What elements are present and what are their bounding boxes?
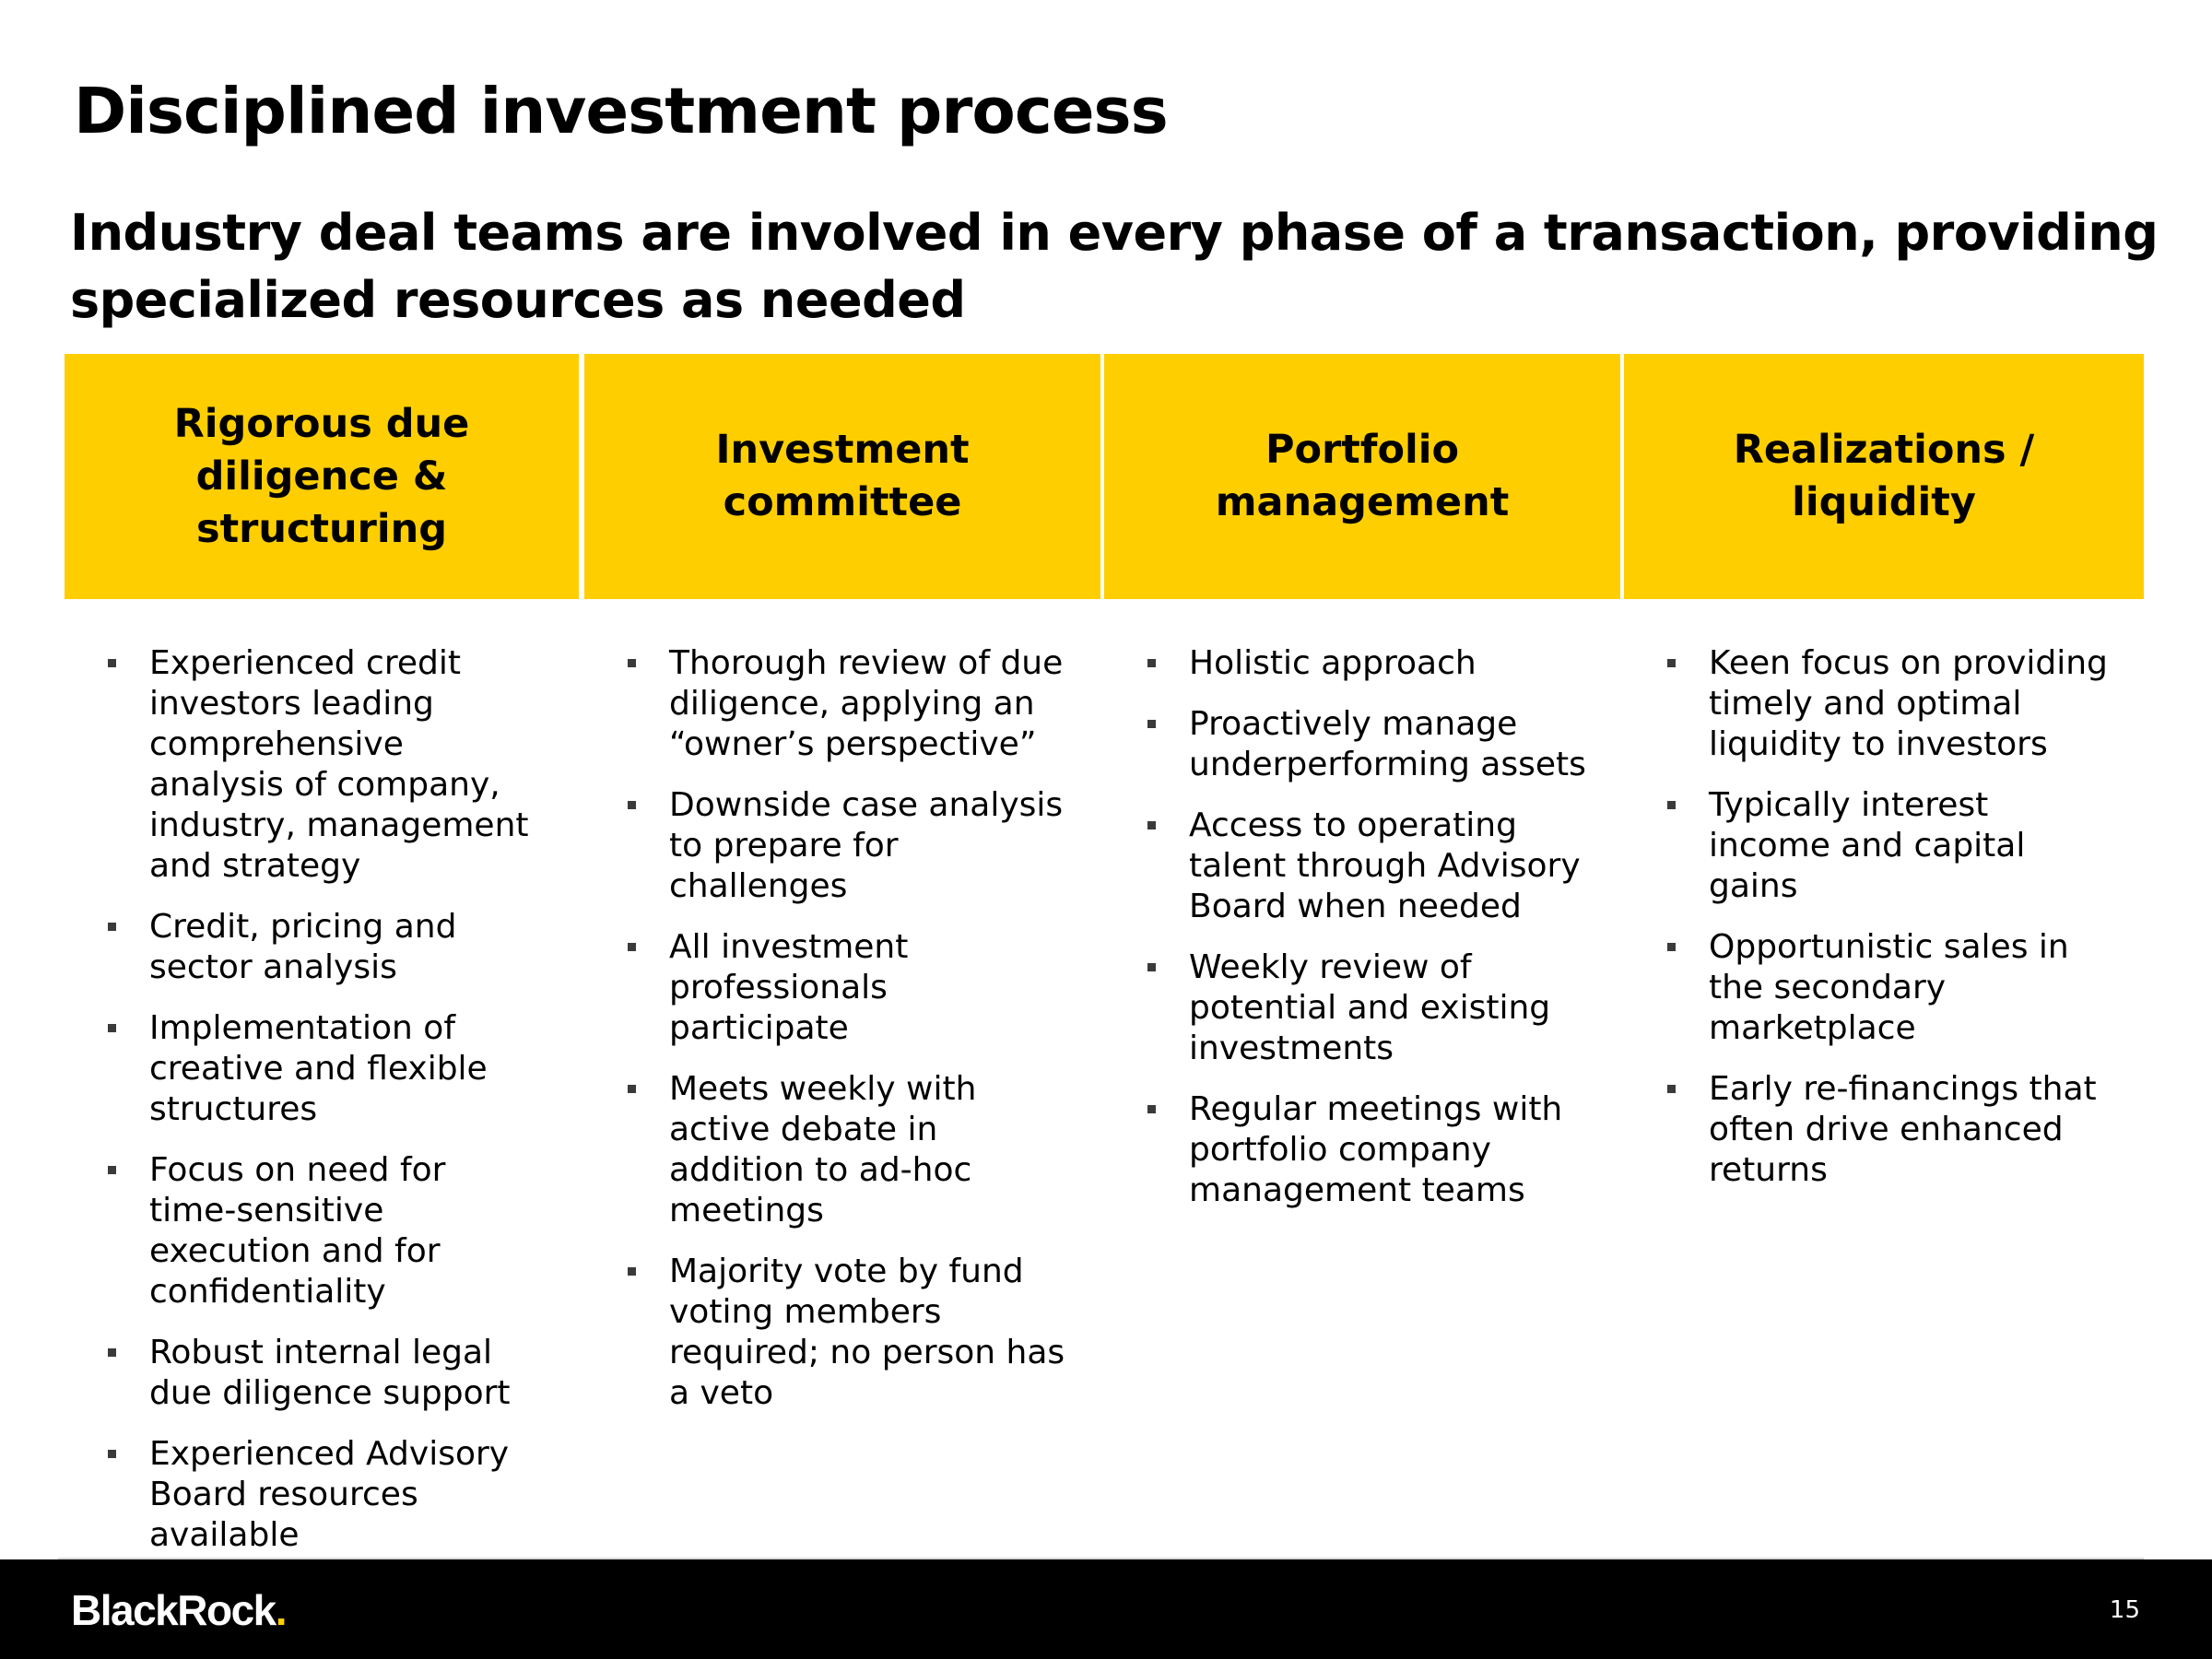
bullet-icon: [1147, 963, 1156, 971]
footer-divider: [58, 1558, 2144, 1559]
list-item: Majority vote by fund voting members req…: [628, 1252, 1070, 1414]
list-item: Focus on need for time-sensitive executi…: [108, 1150, 541, 1312]
list-item-text: Experienced credit investors leading com…: [149, 644, 529, 885]
bullet-icon: [1667, 659, 1676, 667]
list-item: Credit, pricing and sector analysis: [108, 907, 541, 988]
bullet-icon: [1147, 1105, 1156, 1113]
logo-text: BlackRock: [71, 1586, 276, 1634]
list-item-text: Keen focus on providing timely and optim…: [1709, 644, 2108, 763]
slide-title: Disciplined investment process: [74, 75, 1169, 148]
bullet-icon: [628, 801, 636, 809]
list-item: Experienced credit investors leading com…: [108, 643, 541, 887]
list-item: Meets weekly with active debate in addit…: [628, 1069, 1070, 1231]
page-number: 15: [2109, 1596, 2140, 1624]
column-list-portfolio-management: Holistic approach Proactively manage und…: [1147, 643, 1599, 1231]
bullet-icon: [628, 659, 636, 667]
list-item: Opportunistic sales in the secondary mar…: [1667, 927, 2110, 1049]
list-item-text: All investment professionals participate: [669, 928, 909, 1047]
bullet-icon: [1147, 720, 1156, 728]
bullet-icon: [1667, 943, 1676, 951]
bullet-icon: [1147, 821, 1156, 830]
list-item-text: Experienced Advisory Board resources ava…: [149, 1435, 510, 1554]
footer-bar: BlackRock. 15: [0, 1559, 2212, 1659]
bullet-icon: [108, 1166, 116, 1174]
list-item: Early re-financings that often drive enh…: [1667, 1069, 2110, 1191]
list-item: Thorough review of due diligence, applyi…: [628, 643, 1070, 765]
list-item-text: Early re-financings that often drive enh…: [1709, 1070, 2097, 1189]
column-list-realizations: Keen focus on providing timely and optim…: [1667, 643, 2110, 1211]
bullet-icon: [108, 923, 116, 931]
bullet-icon: [1667, 801, 1676, 809]
blackrock-logo: BlackRock.: [71, 1585, 288, 1635]
list-item: Proactively manage underperforming asset…: [1147, 704, 1599, 785]
list-item-text: Robust internal legal due diligence supp…: [149, 1334, 511, 1412]
list-item: Implementation of creative and flexible …: [108, 1008, 541, 1130]
list-item-text: Downside case analysis to prepare for ch…: [669, 786, 1064, 905]
bullet-icon: [108, 1348, 116, 1357]
bullet-icon: [628, 1085, 636, 1093]
logo-dot: .: [275, 1586, 288, 1634]
column-header-label: Portfolio management: [1215, 427, 1510, 525]
list-item: Holistic approach: [1147, 643, 1599, 684]
list-item-text: Weekly review of potential and existing …: [1189, 948, 1551, 1067]
column-header-due-diligence: Rigorous due diligence & structuring: [65, 354, 579, 599]
list-item-text: Thorough review of due diligence, applyi…: [669, 644, 1064, 763]
list-item: Weekly review of potential and existing …: [1147, 947, 1599, 1069]
list-item: Regular meetings with portfolio company …: [1147, 1089, 1599, 1211]
column-header-label: Investment committee: [715, 427, 970, 525]
list-item-text: Access to operating talent through Advis…: [1189, 806, 1581, 925]
list-item-text: Credit, pricing and sector analysis: [149, 908, 457, 986]
list-item-text: Focus on need for time-sensitive executi…: [149, 1151, 446, 1311]
list-item-text: Typically interest income and capital ga…: [1709, 786, 2026, 905]
column-header-label: Rigorous due diligence & structuring: [173, 400, 470, 552]
column-header-realizations: Realizations / liquidity: [1624, 354, 2144, 599]
list-item-text: Majority vote by fund voting members req…: [669, 1253, 1065, 1412]
list-item-text: Implementation of creative and flexible …: [149, 1009, 488, 1128]
bullet-icon: [628, 1267, 636, 1276]
list-item: Keen focus on providing timely and optim…: [1667, 643, 2110, 765]
bullet-icon: [1147, 659, 1156, 667]
list-item: Access to operating talent through Advis…: [1147, 806, 1599, 927]
bullet-icon: [628, 943, 636, 951]
bullet-icon: [108, 1024, 116, 1032]
bullet-icon: [108, 659, 116, 667]
bullet-icon: [108, 1450, 116, 1458]
list-item-text: Holistic approach: [1189, 644, 1477, 682]
list-item: Downside case analysis to prepare for ch…: [628, 785, 1070, 907]
slide-subtitle: Industry deal teams are involved in ever…: [70, 204, 2159, 329]
list-item-text: Meets weekly with active debate in addit…: [669, 1070, 977, 1230]
column-header-investment-committee: Investment committee: [584, 354, 1100, 599]
list-item: Typically interest income and capital ga…: [1667, 785, 2110, 907]
list-item-text: Proactively manage underperforming asset…: [1189, 705, 1586, 783]
column-list-investment-committee: Thorough review of due diligence, applyi…: [628, 643, 1070, 1434]
list-item-text: Regular meetings with portfolio company …: [1189, 1090, 1563, 1209]
column-header-portfolio-management: Portfolio management: [1104, 354, 1620, 599]
column-header-label: Realizations / liquidity: [1733, 427, 2035, 525]
list-item: Robust internal legal due diligence supp…: [108, 1333, 541, 1414]
list-item-text: Opportunistic sales in the secondary mar…: [1709, 928, 2069, 1047]
list-item: Experienced Advisory Board resources ava…: [108, 1434, 541, 1556]
list-item: All investment professionals participate: [628, 927, 1070, 1049]
column-list-due-diligence: Experienced credit investors leading com…: [108, 643, 541, 1576]
bullet-icon: [1667, 1085, 1676, 1093]
